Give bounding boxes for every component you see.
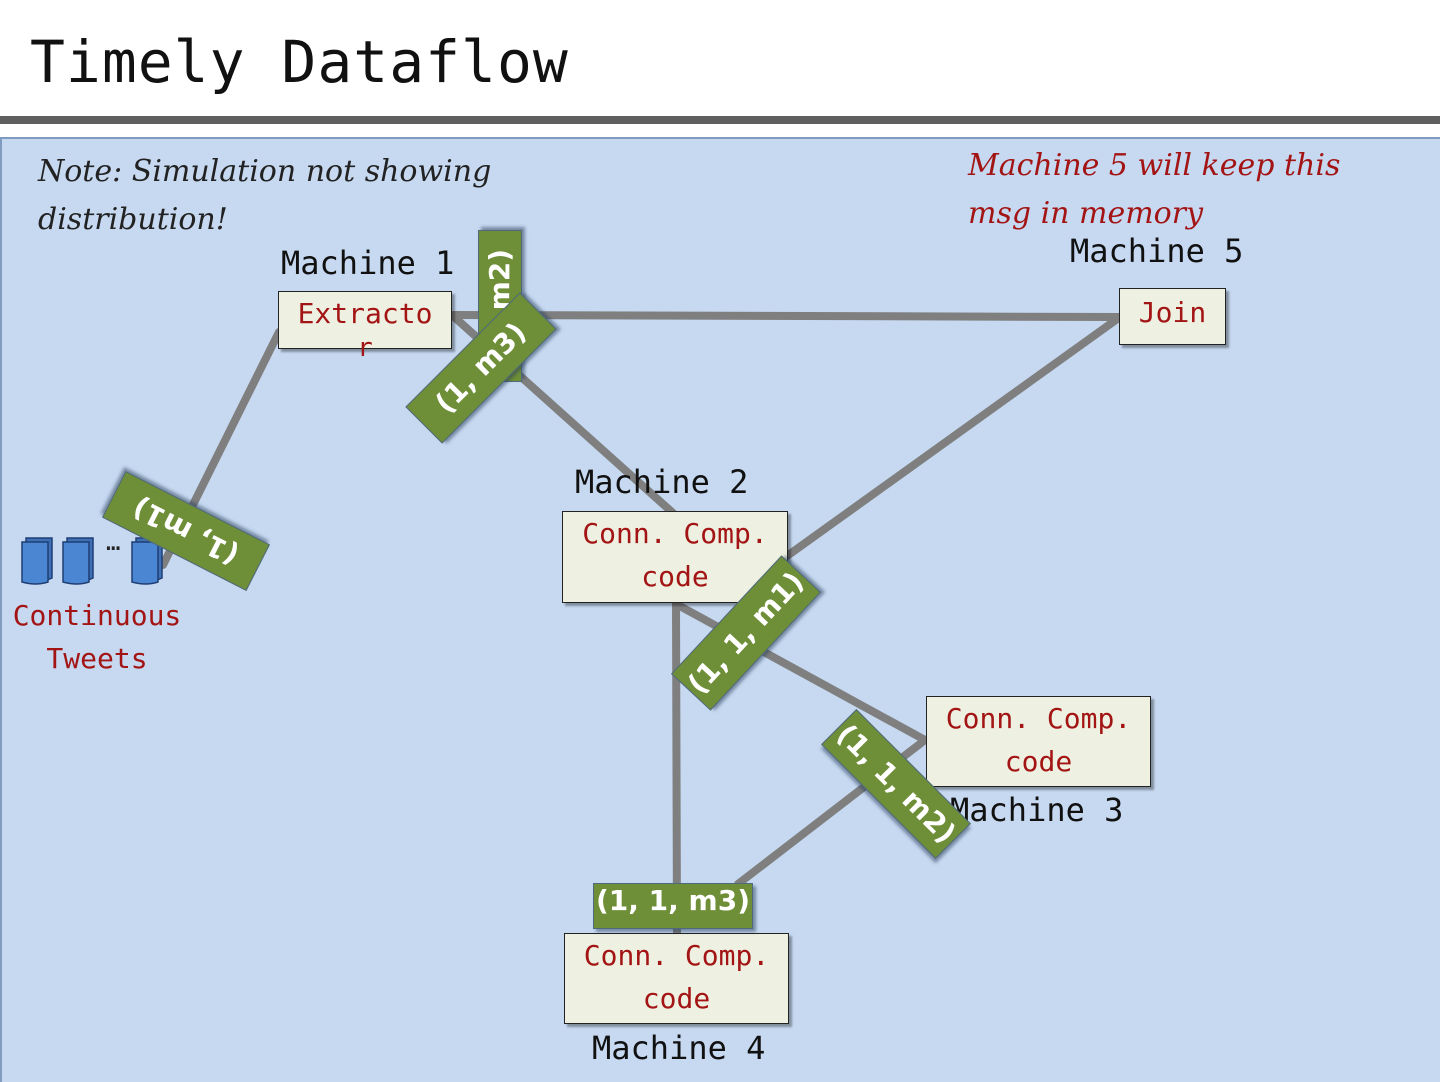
machine-1-label: Machine 1	[281, 244, 455, 282]
machine-4-label: Machine 4	[592, 1029, 766, 1067]
cc-node-machine-2-line2: code	[641, 560, 709, 593]
tweet-document-icon	[62, 537, 94, 585]
tweets-ellipsis: …	[106, 528, 121, 556]
cc-node-machine-4-line1: Conn. Comp.	[583, 939, 770, 972]
machine-3-label: Machine 3	[950, 791, 1124, 829]
cc-node-machine-4-line2: code	[642, 982, 711, 1015]
cc-node-machine-3-line1: Conn. Comp.	[945, 702, 1132, 735]
extractor-node[interactable]: Extracto r	[278, 291, 452, 363]
extractor-label: Extracto	[297, 297, 433, 330]
message-cc-m3[interactable]: (1, 1, m3)	[593, 883, 753, 929]
simulation-note: Note: Simulation not showing distributio…	[38, 154, 492, 237]
cc-node-machine-2-line1: Conn. Comp.	[582, 517, 768, 550]
edge-cc2-cc4	[672, 600, 681, 938]
continuous-tweets-line1: Continuous	[12, 599, 182, 632]
memory-note: Machine 5 will keep this msg in memory	[968, 148, 1341, 231]
tweet-document-icon	[21, 537, 53, 585]
cc-node-machine-3-line2: code	[1004, 745, 1073, 778]
cc-node-machine-3[interactable]: Conn. Comp. code	[926, 696, 1151, 787]
edge-extractor-join	[448, 311, 1124, 321]
slide-title: Timely Dataflow	[30, 28, 569, 96]
title-rule	[0, 116, 1440, 124]
edge-cc2-join	[783, 313, 1124, 560]
continuous-tweets-label: Continuous Tweets	[4, 594, 190, 680]
cc-node-machine-4[interactable]: Conn. Comp. code	[564, 933, 789, 1024]
join-node[interactable]: Join	[1119, 288, 1226, 345]
machine-5-label: Machine 5	[1070, 232, 1244, 270]
extractor-label-wrap: r	[357, 333, 373, 363]
machine-2-label: Machine 2	[575, 463, 749, 501]
tweet-document-icon	[131, 537, 163, 585]
join-label: Join	[1138, 296, 1207, 329]
continuous-tweets-line2: Tweets	[46, 642, 148, 675]
